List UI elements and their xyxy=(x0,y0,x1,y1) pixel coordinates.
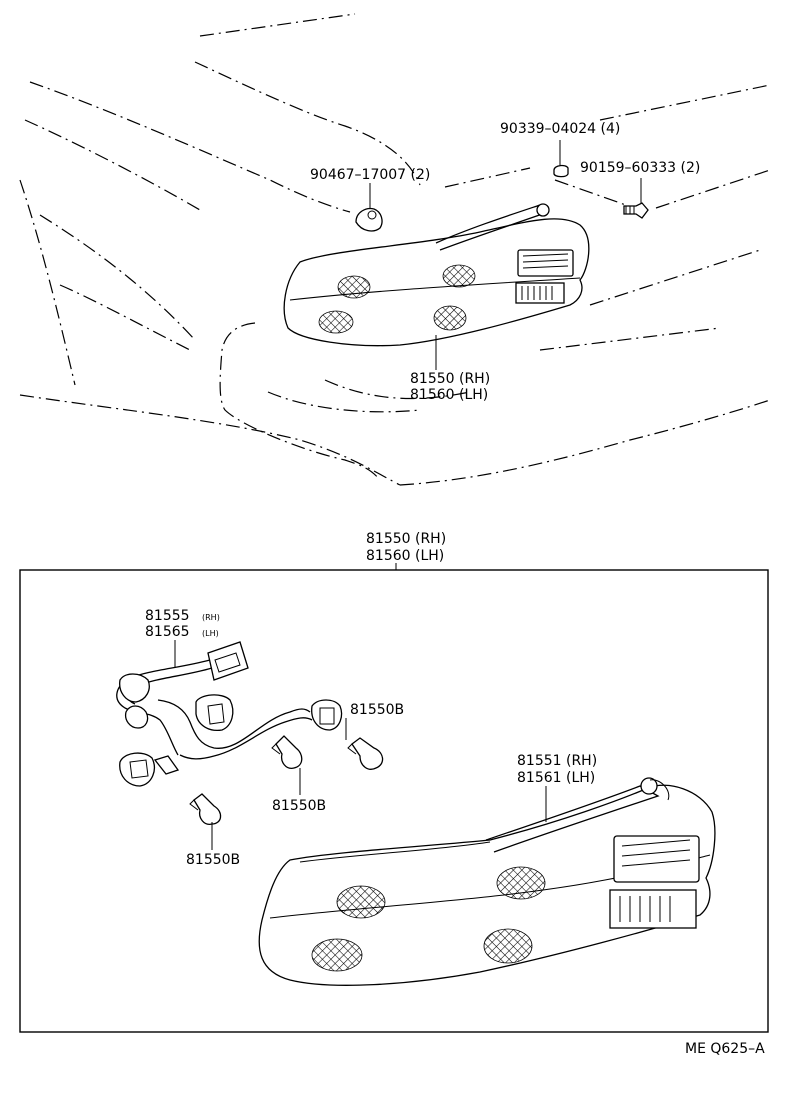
label-bulb-3: 81550B xyxy=(186,852,240,868)
label-lamp-rh: 81550 (RH) xyxy=(410,371,490,387)
bulb-upper-right xyxy=(345,718,384,770)
bulb-center xyxy=(271,735,303,795)
label-lens-lh: 81561 (LH) xyxy=(517,770,595,786)
label-socket-lh-tag: (LH) xyxy=(202,629,219,638)
label-bulb-2: 81550B xyxy=(272,798,326,814)
label-lens-rh: 81551 (RH) xyxy=(517,753,597,769)
label-bulb-1: 81550B xyxy=(350,702,404,718)
screw-fastener xyxy=(553,140,569,178)
clip-fastener xyxy=(355,183,383,232)
nut-fastener xyxy=(623,178,649,219)
label-box-lh: 81560 (LH) xyxy=(366,548,444,564)
label-lamp-lh: 81560 (LH) xyxy=(410,387,488,403)
label-socket-lh-code: 81565 xyxy=(145,624,190,640)
installed-lamp xyxy=(283,203,590,347)
socket-wire-harness xyxy=(116,641,343,787)
lamp-lens xyxy=(258,777,716,986)
label-socket-rh-tag: (RH) xyxy=(202,613,220,622)
label-box-rh: 81550 (RH) xyxy=(366,531,446,547)
bulb-lower-left xyxy=(189,793,222,850)
label-screw-part: 90339–04024 (4) xyxy=(500,121,620,137)
detail-frame xyxy=(19,569,769,1033)
label-socket-rh-code: 81555 xyxy=(145,608,190,624)
diagram-code: ME Q625–A xyxy=(685,1041,765,1057)
label-clip-part: 90467–17007 (2) xyxy=(310,167,430,183)
label-nut-part: 90159–60333 (2) xyxy=(580,160,700,176)
car-body-outline xyxy=(19,13,771,486)
